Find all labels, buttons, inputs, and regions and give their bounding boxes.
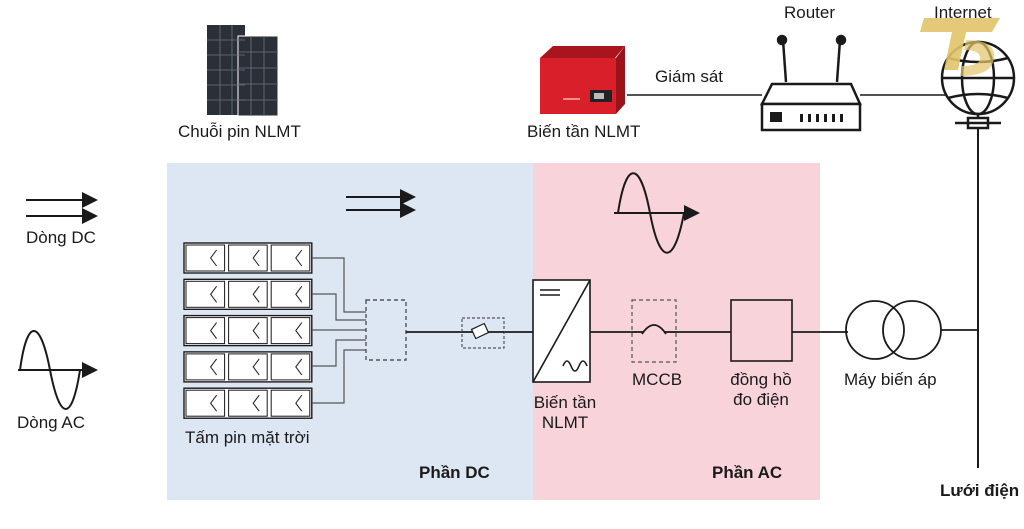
monitoring-label: Giám sát [655,67,724,86]
dc-current-legend-icon [26,192,98,224]
dc-fuse-icon [461,317,505,349]
solar-module [185,244,226,272]
module-marker [295,285,303,303]
solar-module [228,389,268,417]
module-marker [295,322,303,339]
dc-current-label: Dòng DC [26,228,96,247]
solar-module [270,389,311,417]
module-marker [252,358,260,376]
mccb-label: MCCB [632,370,683,389]
meter-label-line1: đồng hồ [730,370,792,389]
module-marker [209,322,218,339]
module-marker [209,249,218,267]
ac-flow-icon [614,172,700,254]
mccb-icon [631,299,677,363]
ac-current-label: Dòng AC [17,413,86,432]
solar-module [270,353,311,381]
inverter-label: Biến tần NLMT [525,393,605,433]
module-marker [252,249,260,267]
solar-module [228,353,268,381]
string-wires [312,257,366,404]
module-marker [209,394,218,412]
solar-module [228,244,268,272]
dc-section-label: Phần DC [419,463,490,482]
module-marker [209,358,218,376]
module-marker [252,322,260,339]
panel-string-label: Chuỗi pin NLMT [178,122,301,141]
module-marker [252,285,260,303]
module-marker [209,285,218,303]
inverter-label-line2: NLMT [541,413,589,432]
inverter-label-line1: Biến tần [533,393,597,412]
solar-module [270,280,311,308]
ac-section-label: Phần AC [712,463,783,482]
grid-label: Lưới điện [940,481,1020,500]
solar-inverter-icon [540,46,625,114]
router-label: Router [784,3,836,22]
solar-module [228,317,268,345]
solar-module [228,280,268,308]
solar-module [185,280,226,308]
energy-meter-box [730,299,793,362]
transformer-label: Máy biến áp [844,370,937,389]
combiner-box [365,299,407,361]
meter-label: đồng hồ đo điện [716,370,806,410]
module-marker [295,249,303,267]
watermark-logo [920,18,1000,76]
solar-module [185,317,226,345]
solar-module [185,389,226,417]
dc-flow-arrows [346,189,416,218]
module-marker [295,358,303,376]
transformer-icon [845,300,942,360]
solar-panel-array [183,242,313,419]
ac-current-legend-icon [18,330,98,410]
solar-panels-label: Tấm pin mặt trời [185,428,310,447]
solar-panel-string-icon [207,25,279,117]
inverter-top-label: Biến tần NLMT [527,122,641,141]
solar-module [270,317,311,345]
inverter-symbol [532,279,591,383]
solar-module [270,244,311,272]
module-marker [252,394,260,412]
module-marker [295,394,303,412]
meter-label-line2: đo điện [733,390,789,409]
solar-module [185,353,226,381]
internet-label: Internet [934,3,992,22]
router-icon [759,34,862,132]
